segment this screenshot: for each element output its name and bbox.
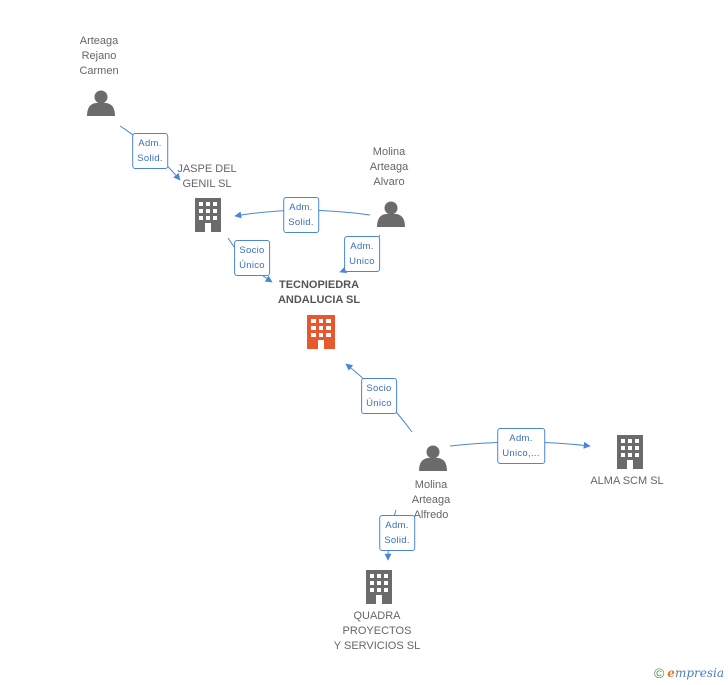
relation-badge-alfredo-tecno[interactable]: Socio Único [361,378,397,414]
building-icon[interactable] [195,198,221,232]
empresia-watermark: © empresia [654,665,724,681]
node-label-tecnopiedra[interactable]: TECNOPIEDRA ANDALUCIA SL [277,279,361,306]
building-icon[interactable] [617,435,643,469]
relation-badge-alvaro-jaspe[interactable]: Adm. Solid. [283,197,319,233]
node-label-alma[interactable]: ALMA SCM SL [590,475,664,487]
main-building-icon[interactable] [307,315,335,349]
node-label-quadra[interactable]: QUADRA PROYECTOS Y SERVICIOS SL [333,610,421,652]
building-icon[interactable] [366,570,392,604]
relation-badge-alvaro-tecno[interactable]: Adm. Unico [344,236,380,272]
relation-badge-jaspe-tecno[interactable]: Socio Único [234,240,270,276]
empresia-logo: empresia [667,666,724,680]
relation-badge-alfredo-alma[interactable]: Adm. Unico,... [497,428,545,464]
relation-badge-alfredo-quadra[interactable]: Adm. Solid. [379,515,415,551]
copyright-symbol: © [653,665,665,681]
person-icon[interactable] [419,445,447,472]
node-label-arteaga[interactable]: Arteaga Rejano Carmen [79,35,119,77]
node-label-molina-alvaro[interactable]: Molina Arteaga Alvaro [369,146,409,188]
node-label-jaspe[interactable]: JASPE DEL GENIL SL [177,163,237,190]
person-icon[interactable] [87,90,115,117]
person-icon[interactable] [377,201,405,228]
relation-badge-arteaga-jaspe[interactable]: Adm. Solid. [132,133,168,169]
node-label-molina-alfredo[interactable]: Molina Arteaga Alfredo [411,479,451,521]
